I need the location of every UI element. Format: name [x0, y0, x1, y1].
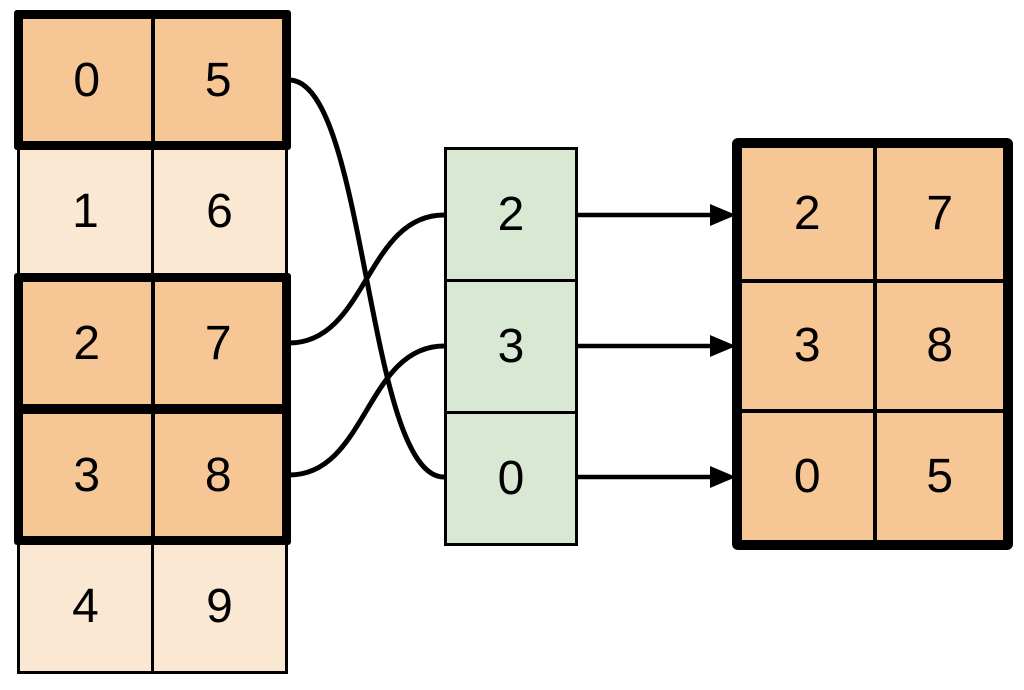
- source-cell: 2: [73, 316, 101, 370]
- source-row-3: 3 8: [14, 405, 291, 545]
- source-cell: 8: [150, 414, 283, 536]
- source-row-1: 1 6: [17, 144, 288, 279]
- source-cell: 9: [151, 542, 285, 671]
- source-cell: 1: [72, 185, 99, 238]
- index-column: 2 3 0: [444, 147, 578, 546]
- source-cell: 7: [150, 282, 283, 404]
- source-row-0: 0 5: [14, 10, 291, 150]
- index-cell-1: 3: [447, 279, 575, 411]
- curve-connector: [288, 212, 445, 346]
- result-cell: 7: [872, 148, 1004, 279]
- index-cell-2: 0: [447, 411, 575, 543]
- result-cell: 3: [742, 278, 873, 410]
- result-cell: 8: [872, 278, 1003, 410]
- result-cell: 5: [872, 409, 1003, 540]
- source-cell: 4: [72, 580, 99, 633]
- result-table: 2 7 3 8 0 5: [732, 138, 1013, 550]
- index-cell-0: 2: [497, 188, 525, 241]
- source-cell: 3: [73, 448, 101, 502]
- result-cell: 0: [742, 409, 873, 540]
- source-row-4: 4 9: [17, 539, 288, 674]
- source-row-2: 2 7: [14, 273, 291, 413]
- curve-connector: [288, 343, 445, 478]
- curve-connector: [288, 77, 445, 480]
- result-cell: 2: [793, 186, 821, 240]
- source-cell: 5: [150, 19, 283, 141]
- source-cell: 0: [73, 53, 101, 107]
- source-cell: 6: [151, 147, 285, 276]
